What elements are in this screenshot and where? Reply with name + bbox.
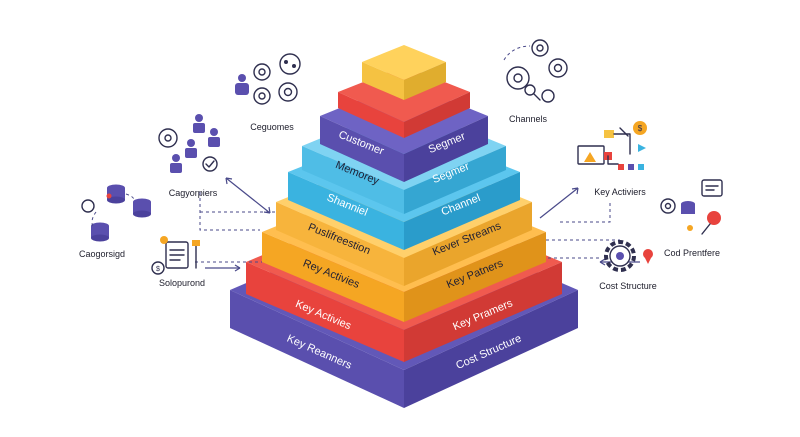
label-channels: Channels	[509, 114, 548, 124]
flowchart-chart-icon: $	[577, 121, 647, 170]
connector-arrow	[225, 177, 271, 214]
label-solopurond: Solopurond	[159, 278, 205, 288]
gears-magnifier-icon	[503, 39, 568, 103]
label-caogorsigd: Caogorsigd	[79, 249, 125, 259]
arrow-head	[225, 177, 233, 185]
arrow-head	[571, 187, 579, 195]
arrow-head	[234, 264, 241, 272]
arrow-head	[599, 258, 606, 266]
label-ceguomes: Ceguomes	[250, 122, 294, 132]
svg-text:$: $	[156, 266, 160, 273]
team-icon	[158, 114, 220, 173]
gear-pin-icon	[604, 240, 653, 272]
label-key-activiers: Key Activiers	[594, 187, 646, 197]
people-gears-icon	[235, 53, 301, 105]
label-cost-structure: Cost Structure	[599, 281, 657, 291]
tier-yellow-cap	[362, 45, 446, 100]
dashed-connector	[199, 192, 260, 231]
svg-text:$: $	[638, 124, 643, 133]
finance-tools-icon	[660, 179, 723, 235]
document-coin-icon: $	[151, 236, 200, 275]
connector-arrow	[539, 187, 579, 219]
database-icon	[81, 184, 151, 242]
label-cagyorpiers: Cagyorpiers	[169, 188, 218, 198]
label-cod-prentfere: Cod Prentfere	[664, 248, 720, 258]
dashed-connector	[560, 200, 611, 223]
